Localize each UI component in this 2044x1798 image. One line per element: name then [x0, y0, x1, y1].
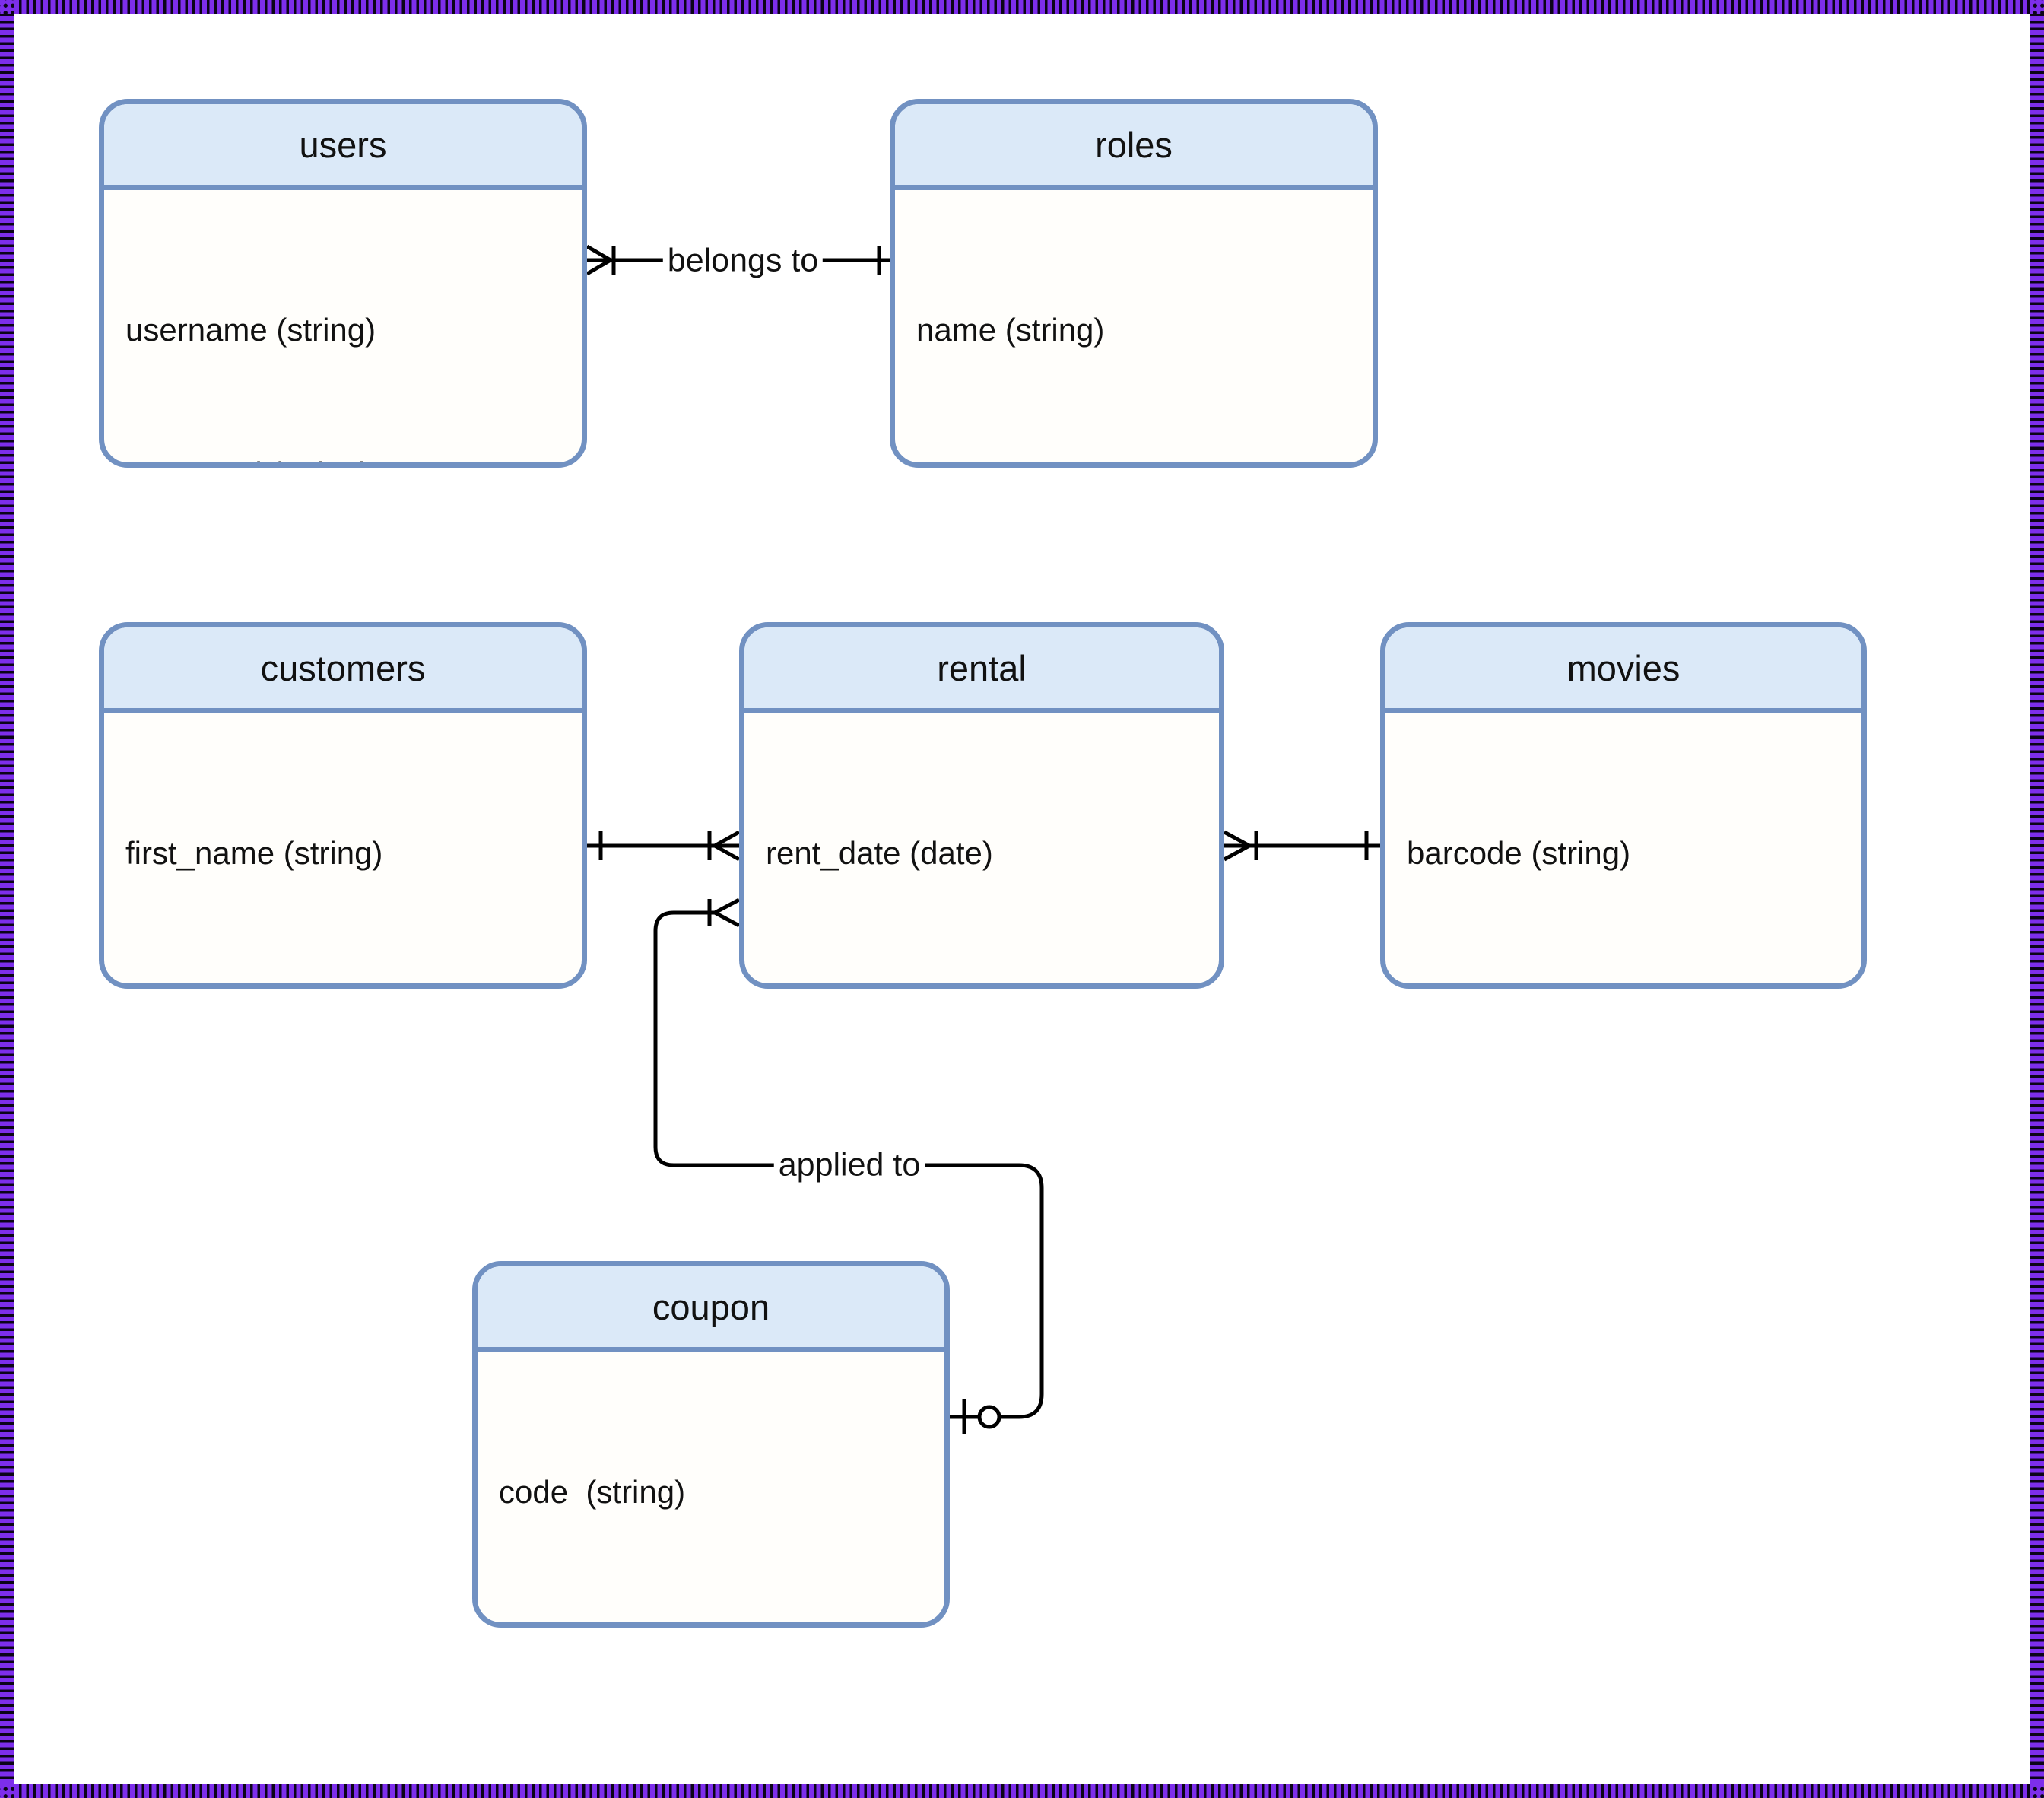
entity-coupon: coupon code (string) description (string…: [472, 1261, 950, 1628]
attribute-row: password (string): [125, 450, 560, 462]
entity-movies-attributes: barcode (string) daily_rental_rate (floa…: [1385, 713, 1862, 983]
attribute-row: barcode (string): [1407, 835, 1631, 871]
entity-title: coupon: [652, 1286, 770, 1327]
frame-corner-bottom-left: [0, 1784, 14, 1798]
entity-coupon-attributes: code (string) description (string) disco…: [478, 1352, 944, 1622]
relationship-rental-movies: [1223, 830, 1380, 862]
entity-movies-header: movies: [1385, 627, 1862, 713]
entity-rental-attributes: rent_date (date) return_date (date): [744, 713, 1219, 983]
attribute-row: description (string): [499, 1612, 923, 1622]
entity-title: roles: [1095, 124, 1173, 165]
entity-customers: customers first_name (string) last_name …: [99, 622, 587, 989]
entity-roles-header: roles: [895, 104, 1373, 190]
entity-coupon-header: coupon: [478, 1266, 944, 1352]
entity-title: users: [299, 124, 387, 165]
entity-users-header: users: [104, 104, 582, 190]
entity-title: rental: [937, 647, 1027, 688]
crows-foot-many-icon: [710, 897, 741, 928]
zero-circle-icon: [977, 1405, 1001, 1429]
attribute-row: first_name (string): [125, 835, 383, 871]
attribute-row: rent_date (date): [766, 835, 993, 871]
frame-border-bottom: [0, 1784, 2044, 1798]
entity-roles-attributes: name (string): [895, 190, 1373, 450]
entity-customers-attributes: first_name (string) last_name (string) e…: [104, 713, 582, 983]
crows-foot-many-icon: [1223, 830, 1254, 862]
frame-corner-top-left: [0, 0, 14, 14]
attribute-row: code (string): [499, 1474, 686, 1510]
entity-rental-header: rental: [744, 627, 1219, 713]
entity-users: users username (string) password (string…: [99, 99, 587, 468]
entity-rental: rental rent_date (date) return_date (dat…: [739, 622, 1224, 989]
entity-roles: roles name (string): [890, 99, 1378, 468]
crows-foot-many-icon: [710, 830, 741, 862]
entity-title: movies: [1566, 647, 1681, 688]
relationship-label-belongs-to: belongs to: [662, 242, 824, 280]
frame-corner-bottom-right: [2030, 1784, 2044, 1798]
frame-border-top: [0, 0, 2044, 14]
crows-foot-many-icon: [586, 244, 614, 276]
attribute-row: daily_rental_rate (float): [1407, 973, 1840, 983]
attribute-row: last_name (string): [125, 973, 560, 983]
relationship-customers-rental: [587, 830, 741, 862]
frame-corner-top-right: [2030, 0, 2044, 14]
entity-users-attributes: username (string) password (string): [104, 190, 582, 462]
entity-title: customers: [260, 647, 426, 688]
relationship-label-applied-to: applied to: [773, 1146, 925, 1184]
frame-border-right: [2030, 0, 2044, 1798]
attribute-row: return_date (date): [766, 973, 1198, 983]
attribute-row: username (string): [125, 312, 376, 348]
frame-border-left: [0, 0, 14, 1798]
attribute-row: name (string): [916, 312, 1105, 348]
entity-customers-header: customers: [104, 627, 582, 713]
entity-movies: movies barcode (string) daily_rental_rat…: [1380, 622, 1867, 989]
